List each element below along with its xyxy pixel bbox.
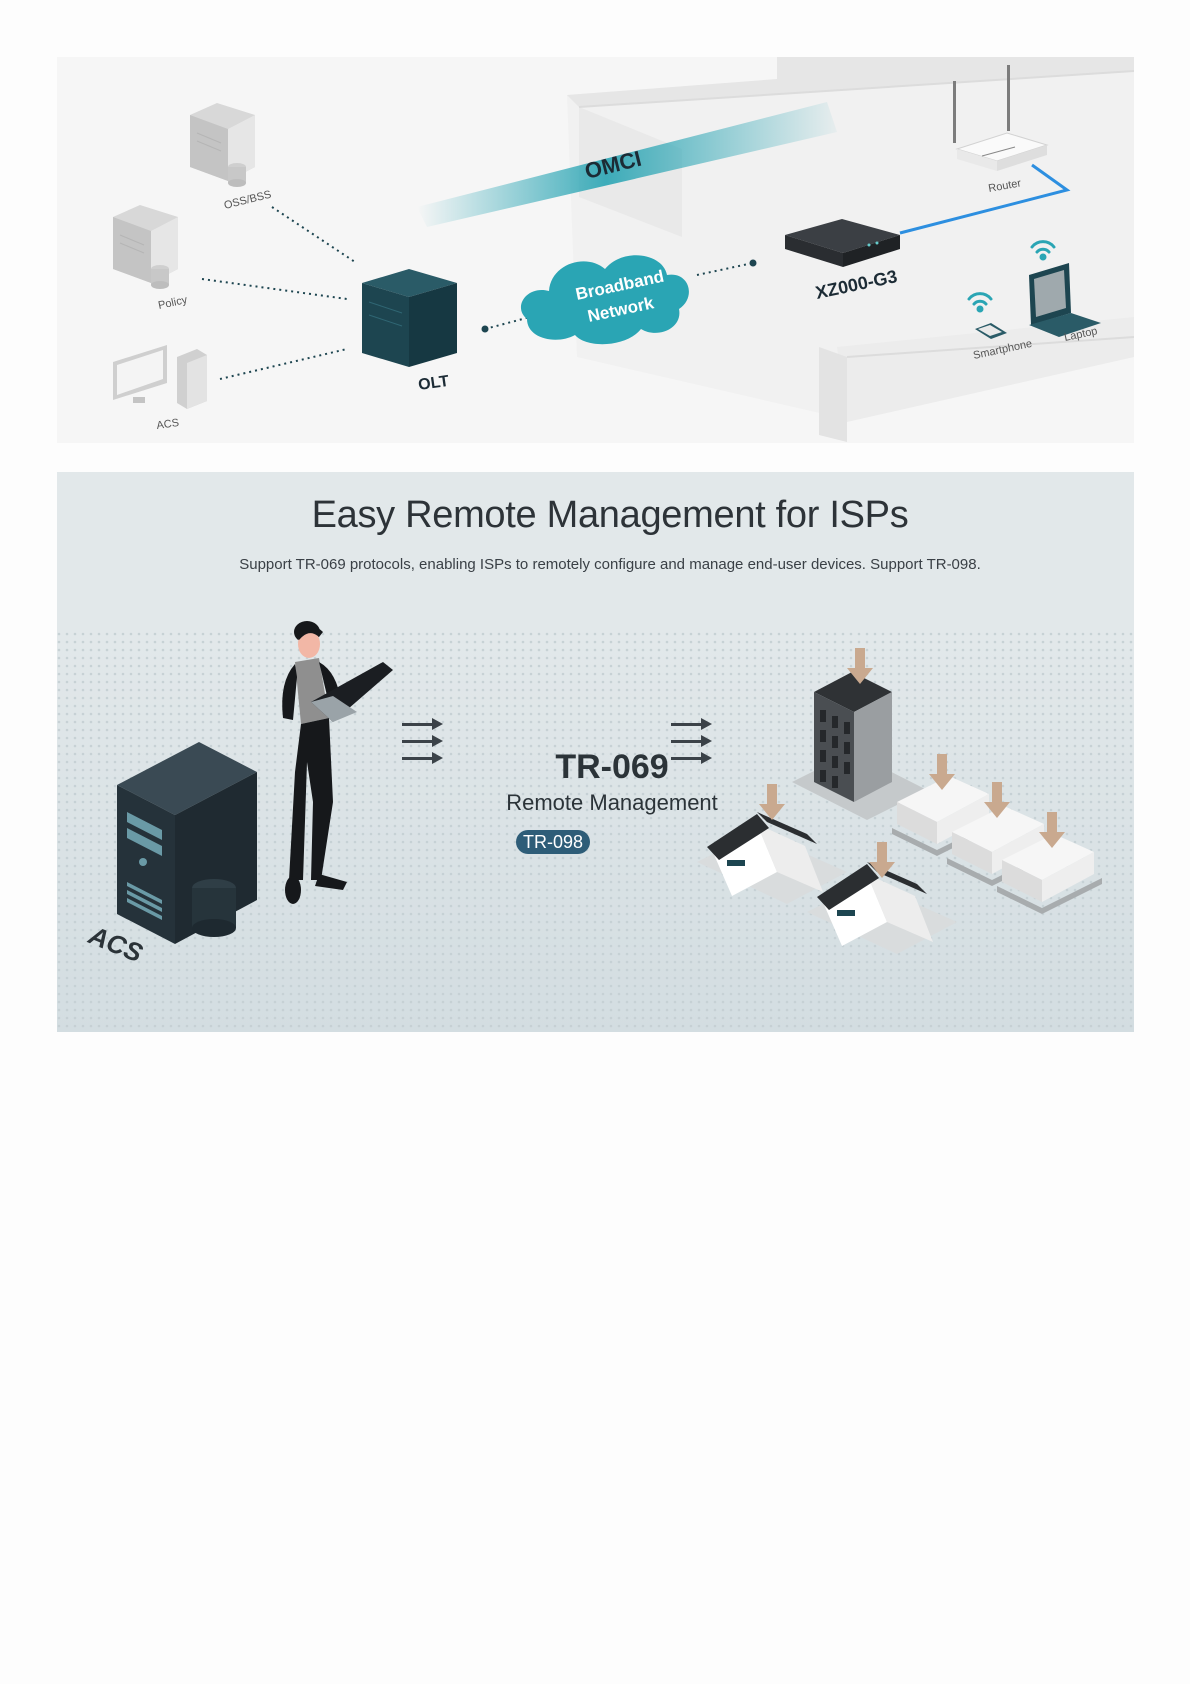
olt-port-dot bbox=[481, 325, 489, 333]
section-subtitle: Support TR-069 protocols, enabling ISPs … bbox=[239, 556, 981, 573]
olt-label: OLT bbox=[417, 373, 450, 394]
arrow-icons-left bbox=[402, 718, 443, 764]
arrow-icons-right bbox=[671, 718, 712, 764]
protocol-label: TR-069 bbox=[555, 748, 669, 786]
policy-label: Policy bbox=[157, 294, 189, 312]
acs-label: ACS bbox=[156, 417, 180, 432]
warehouse-icon bbox=[997, 834, 1102, 914]
laptop-icon bbox=[1029, 263, 1101, 337]
download-arrow-icons bbox=[759, 648, 1065, 878]
technician-icon bbox=[282, 621, 393, 904]
router-label: Router bbox=[987, 177, 1022, 195]
section-title: Easy Remote Management for ISPs bbox=[311, 494, 909, 536]
remote-management-section: ACS bbox=[57, 472, 1134, 1032]
router-icon bbox=[953, 65, 1049, 171]
router-cable bbox=[899, 163, 1071, 235]
oss-bss-server-icon bbox=[190, 103, 255, 187]
xz000-g3-device-icon bbox=[785, 219, 900, 267]
broadband-cloud-icon bbox=[520, 255, 689, 345]
olt-icon bbox=[362, 269, 457, 367]
oss-bss-label: OSS/BSS bbox=[223, 189, 273, 212]
topology-diagram: OMCI OSS/BSS Policy bbox=[57, 57, 1134, 443]
omci-beam: OMCI bbox=[417, 102, 837, 227]
tr-098-badge: TR-098 bbox=[516, 830, 590, 854]
acs-computer-icon bbox=[113, 345, 207, 409]
wifi-icon bbox=[1030, 240, 1056, 261]
smartphone-icon bbox=[975, 323, 1007, 339]
office-building-icon bbox=[792, 672, 927, 820]
acs-server-icon bbox=[117, 742, 257, 944]
wifi-icon bbox=[967, 292, 993, 313]
ont-port-dot bbox=[749, 259, 757, 267]
policy-server-icon bbox=[113, 205, 178, 289]
warehouse-icon bbox=[892, 776, 997, 856]
protocol-description: Remote Management bbox=[506, 790, 718, 815]
